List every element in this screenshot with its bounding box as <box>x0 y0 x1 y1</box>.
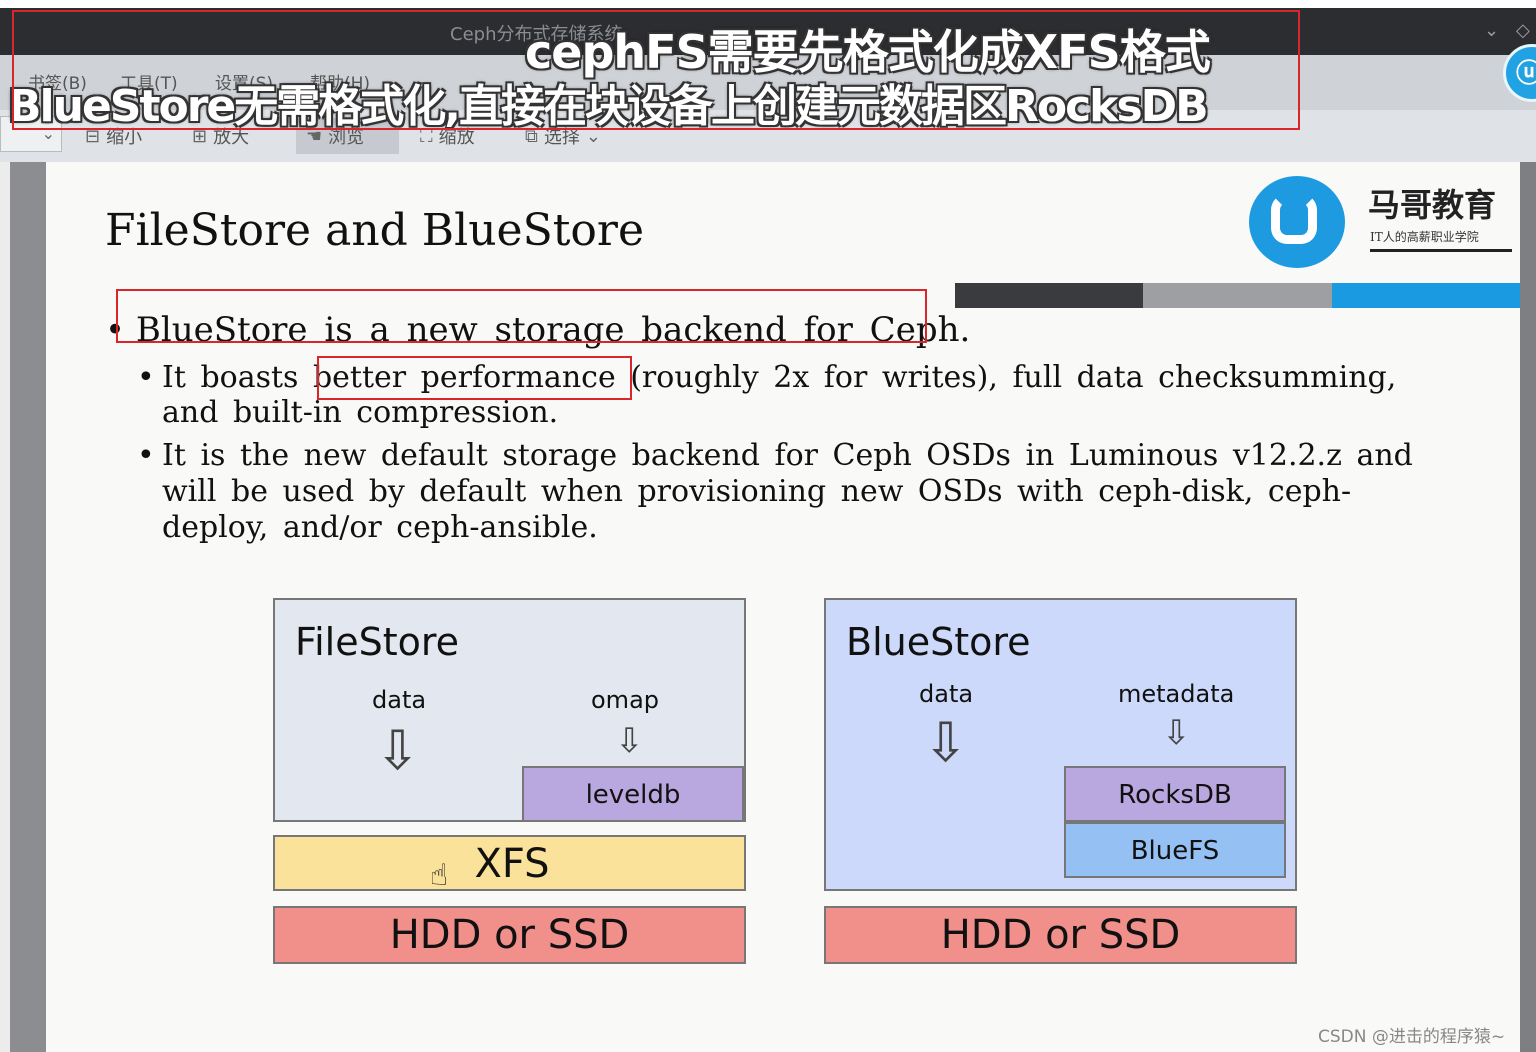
zoom-tool-button[interactable]: ⛶ 缩放 <box>410 118 485 154</box>
bluestore-title: BlueStore <box>846 620 1031 664</box>
subtitle-line-2: BlueStore无需格式化,直接在块设备上创建元数据区RocksDB <box>8 81 1209 132</box>
menu-bookmarks[interactable]: 书签(B) <box>28 74 87 94</box>
decor-bar-grey <box>1143 283 1332 308</box>
bluefs-box: BlueFS <box>1064 822 1286 878</box>
bullet-3-text: It is the new default storage backend fo… <box>162 438 1413 545</box>
filestore-disk-box: HDD or SSD <box>273 906 746 964</box>
rocksdb-label: RocksDB <box>1118 780 1232 810</box>
highlight-box-performance <box>317 356 632 400</box>
brand-logo-icon <box>1249 176 1345 268</box>
select-label: 选择 <box>543 127 580 148</box>
zoom-out-button[interactable]: ⊟ 缩小 <box>75 118 152 154</box>
zoom-out-label: 缩小 <box>106 127 143 148</box>
filestore-disk-label: HDD or SSD <box>389 912 630 958</box>
leveldb-box: leveldb <box>522 766 744 822</box>
browse-button[interactable]: ☚ 浏览 <box>296 118 399 154</box>
document-left-gutter <box>10 162 46 1052</box>
bluestore-disk-box: HDD or SSD <box>824 906 1297 964</box>
leveldb-label: leveldb <box>585 780 681 810</box>
zoom-in-button[interactable]: ⊞ 放大 <box>182 118 259 154</box>
bluestore-metadata-arrow-icon: ⇩ <box>1162 713 1191 753</box>
window-title: Ceph分布式存储系统 <box>450 24 623 45</box>
zoom-out-icon: ⊟ <box>85 125 101 147</box>
menu-settings[interactable]: 设置(S) <box>215 74 274 94</box>
bullet-2-text: It boasts better performance (roughly 2x… <box>162 360 1397 430</box>
bluestore-metadata-label: metadata <box>1118 680 1235 708</box>
browse-label: 浏览 <box>328 127 365 148</box>
zoom-in-label: 放大 <box>213 127 250 148</box>
bluefs-label: BlueFS <box>1130 836 1220 866</box>
menu-help[interactable]: 帮助(H) <box>310 74 371 94</box>
brand-name: 马哥教育 <box>1368 186 1497 224</box>
zoom-in-icon: ⊞ <box>192 125 208 147</box>
highlight-box-subtitles <box>12 10 1300 130</box>
window-titlebar: Ceph分布式存储系统 ⌄ ◇ <box>0 8 1536 55</box>
brand-tagline: IT人的高薪职业学院 <box>1370 228 1512 252</box>
window-restore-icon[interactable]: ◇ <box>1516 20 1530 41</box>
toolbar: ⊟ 缩小 ⊞ 放大 ☚ 浏览 ⛶ 缩放 ⧉ 选择 ⌄ <box>0 110 1536 162</box>
xfs-box: XFS <box>273 835 746 891</box>
chevron-down-icon: ⌄ <box>585 125 601 147</box>
xfs-label: XFS <box>474 841 550 887</box>
select-icon: ⧉ <box>525 125 538 147</box>
filestore-data-arrow-icon: ⇩ <box>375 719 421 782</box>
subtitle-line-1: cephFS需要先格式化成XFS格式 <box>525 25 1211 79</box>
menubar: 书签(B) 工具(T) 设置(S) 帮助(H) <box>0 55 1536 110</box>
bullet-2: •It boasts better performance (roughly 2… <box>137 360 1397 430</box>
zoom-tool-label: 缩放 <box>438 127 475 148</box>
bullet-1: • BlueStore is a new storage backend for… <box>105 310 971 350</box>
bullet-3: •It is the new default storage backend f… <box>137 438 1413 545</box>
filestore-data-label: data <box>372 686 427 714</box>
bluestore-data-arrow-icon: ⇩ <box>923 711 969 774</box>
bullet-1-text: BlueStore is a new storage backend for C… <box>135 310 971 350</box>
decor-bar-blue <box>1332 283 1520 308</box>
filestore-title: FileStore <box>295 620 460 664</box>
window-menu-icon[interactable]: ⌄ <box>1484 20 1500 41</box>
bluestore-data-label: data <box>919 680 974 708</box>
bluestore-disk-label: HDD or SSD <box>940 912 1181 958</box>
filestore-omap-label: omap <box>591 686 660 714</box>
select-button[interactable]: ⧉ 选择 ⌄ <box>515 118 611 154</box>
bluestore-box: BlueStore data metadata ⇩ ⇩ <box>824 598 1297 891</box>
left-margin <box>0 162 10 1052</box>
decor-bar-dark <box>955 283 1143 308</box>
rocksdb-box: RocksDB <box>1064 766 1286 822</box>
hand-cursor-icon: ☝ <box>430 858 449 893</box>
zoom-tool-icon: ⛶ <box>420 125 433 147</box>
slide-title: FileStore and BlueStore <box>105 205 644 256</box>
watermark: CSDN @进击的程序猿~ <box>1318 1027 1506 1047</box>
hand-icon: ☚ <box>306 125 323 147</box>
filestore-omap-arrow-icon: ⇩ <box>615 721 644 761</box>
highlight-box-bluestore <box>116 289 927 343</box>
menu-tools[interactable]: 工具(T) <box>120 74 178 94</box>
document-right-gutter <box>1520 162 1536 1052</box>
